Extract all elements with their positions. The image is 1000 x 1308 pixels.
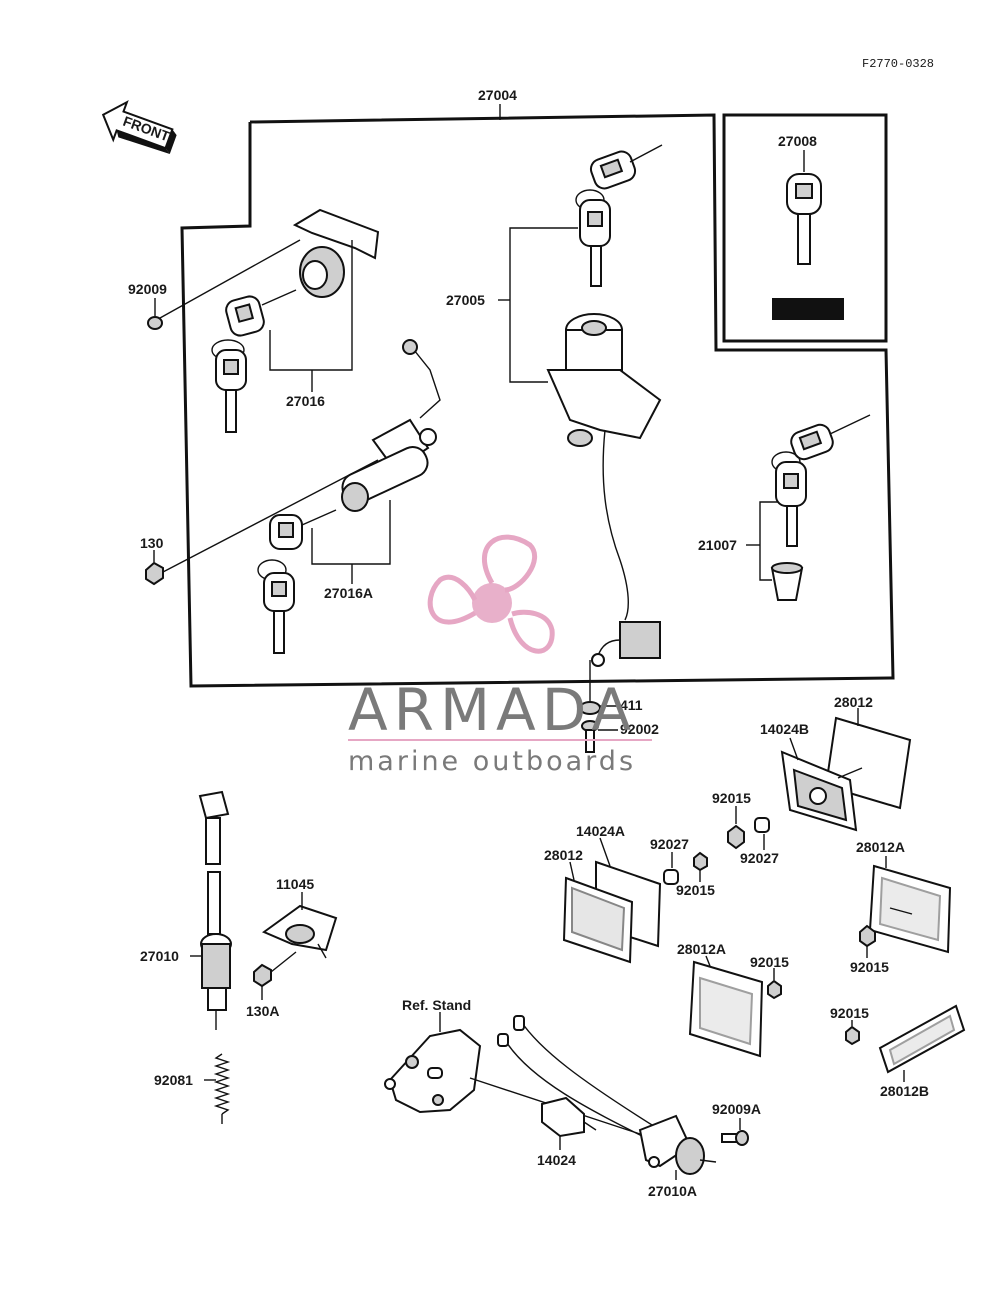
label-28012A-right: 28012A — [856, 839, 905, 855]
label-411: 411 — [620, 697, 643, 713]
kit-box-27004 — [180, 113, 895, 688]
spring-92081-icon — [213, 1053, 231, 1124]
label-92009: 92009 — [128, 281, 167, 297]
watermark-title: ARMADA — [348, 676, 637, 744]
seat-lock-27016-icon — [292, 208, 380, 298]
nut-92015-c-icon — [859, 924, 876, 948]
watermark-subtitle: marine outboards — [348, 746, 636, 777]
keys-27005-icon — [575, 144, 663, 287]
spacer-92027-b-icon — [663, 869, 679, 885]
label-130: 130 — [140, 535, 164, 551]
stand-bracket-icon — [384, 1028, 482, 1114]
label-27010A: 27010A — [648, 1183, 697, 1199]
label-27004: 27004 — [478, 87, 517, 103]
label-92027-b: 92027 — [650, 836, 689, 852]
ignition-switch-27005-icon — [546, 313, 662, 667]
bracket-11045-icon — [261, 904, 338, 959]
front-arrow-icon — [101, 100, 177, 154]
label-92015-d: 92015 — [750, 954, 789, 970]
brake-switch-27010-icon — [198, 790, 232, 1030]
label-27016A: 27016A — [324, 585, 373, 601]
keys-27016A-icon — [257, 509, 337, 654]
reflector-28012A-right-icon — [868, 864, 952, 954]
bracket-14024-icon — [541, 1096, 597, 1138]
label-92081: 92081 — [154, 1072, 193, 1088]
screw-92009-icon — [147, 316, 163, 330]
key-27008-icon — [772, 173, 844, 320]
label-14024: 14024 — [537, 1152, 576, 1168]
stand-switch-27010A-icon — [638, 1114, 717, 1175]
label-27010: 27010 — [140, 948, 179, 964]
nut-92015-e-icon — [845, 1025, 860, 1046]
label-92015-c: 92015 — [850, 959, 889, 975]
label-27008: 27008 — [778, 133, 817, 149]
reflector-28012A-mid-icon — [688, 960, 764, 1058]
label-92015-a: 92015 — [712, 790, 751, 806]
label-27016: 27016 — [286, 393, 325, 409]
bolt-130-icon — [145, 561, 164, 586]
nut-92015-a-icon — [727, 824, 745, 850]
label-21007: 21007 — [698, 537, 737, 553]
nut-92015-b-icon — [693, 851, 708, 872]
label-28012-top: 28012 — [834, 694, 873, 710]
label-92009A: 92009A — [712, 1101, 761, 1117]
screw-92009A-icon — [721, 1130, 749, 1146]
kit-box-27008 — [722, 113, 888, 343]
label-ref-stand: Ref. Stand — [402, 997, 471, 1013]
reflector-28012B-icon — [878, 1004, 966, 1074]
bolt-130A-icon — [253, 963, 272, 988]
label-92002: 92002 — [620, 721, 659, 737]
keys-21007-icon — [770, 414, 871, 601]
nut-92015-d-icon — [767, 979, 782, 1000]
label-27005: 27005 — [446, 292, 485, 308]
label-11045: 11045 — [276, 876, 314, 892]
label-92015-e: 92015 — [830, 1005, 869, 1021]
spacer-92027-a-icon — [754, 817, 770, 833]
helmet-lock-27016A-icon — [341, 339, 441, 512]
diagram-code: F2770-0328 — [862, 57, 934, 71]
label-130A: 130A — [246, 1003, 279, 1019]
label-92027-a: 92027 — [740, 850, 779, 866]
label-14024A: 14024A — [576, 823, 625, 839]
label-28012-left: 28012 — [544, 847, 583, 863]
label-92015-b: 92015 — [676, 882, 715, 898]
label-28012A-mid: 28012A — [677, 941, 726, 957]
label-14024B: 14024B — [760, 721, 809, 737]
reflector-28012-left-icon — [562, 876, 634, 964]
bracket-14024B-icon — [780, 750, 863, 832]
label-28012B: 28012B — [880, 1083, 929, 1099]
keys-27016-icon — [211, 289, 297, 433]
armada-logo-icon — [427, 534, 555, 654]
